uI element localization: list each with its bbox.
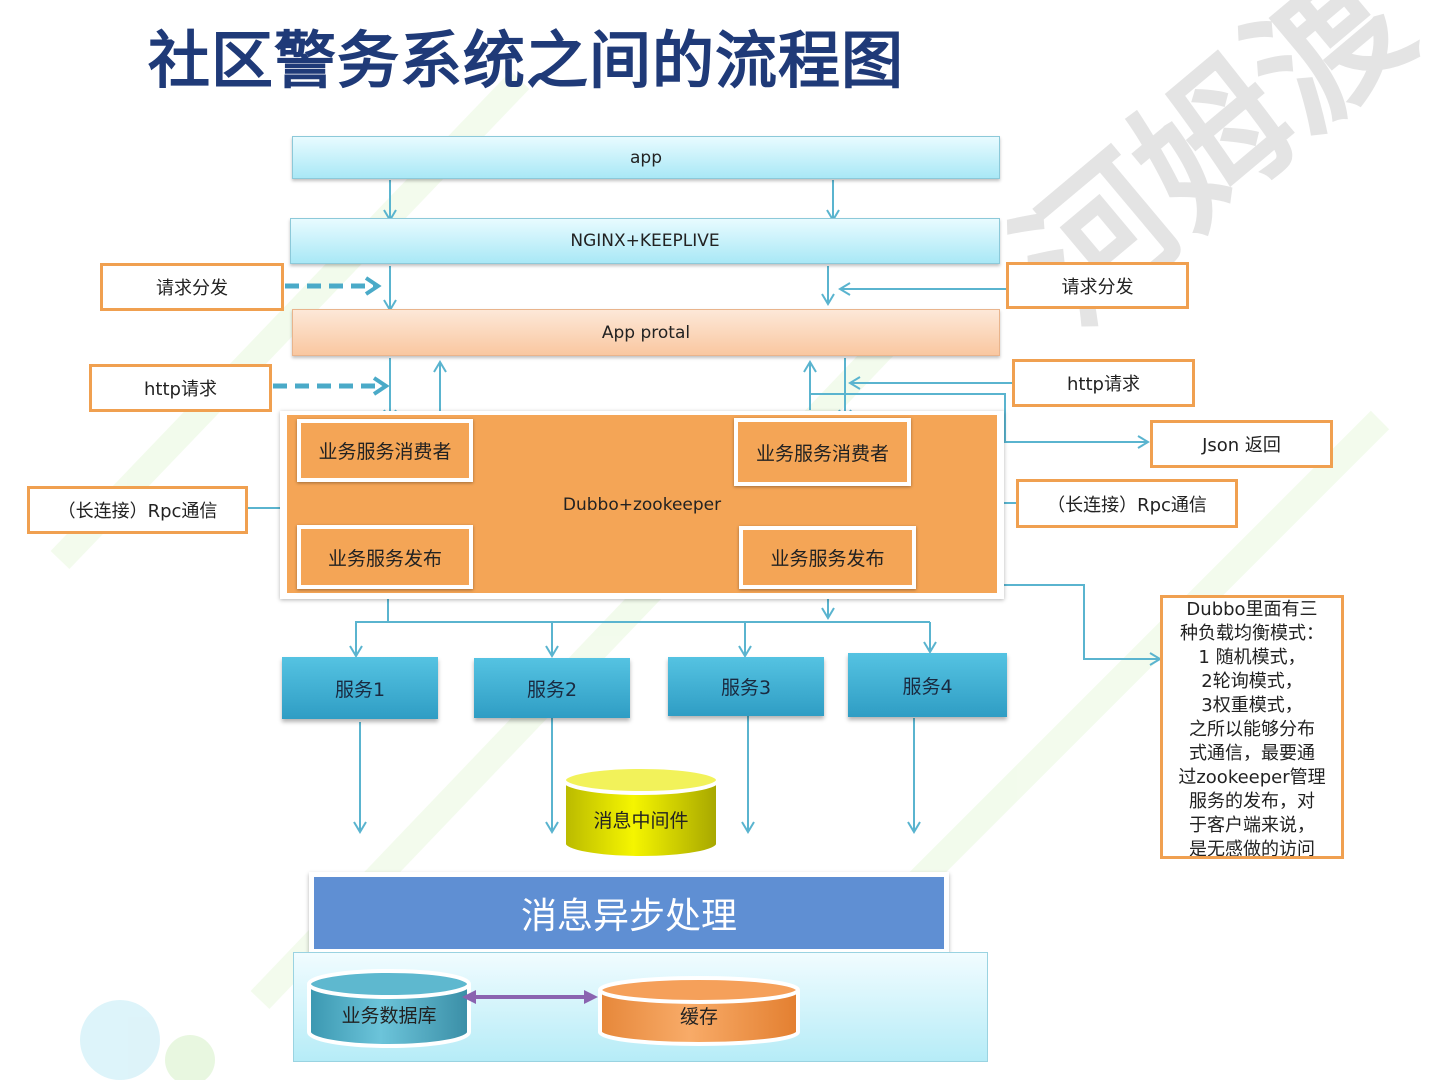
watermark-logo-icon — [80, 1000, 160, 1080]
database-cylinder — [307, 969, 471, 1048]
dubbo-label: Dubbo+zookeeper — [562, 495, 722, 515]
label-rpc-right-text: （长连接）Rpc通信 — [1047, 494, 1207, 516]
nginx-layer-label: NGINX+KEEPLIVE — [570, 231, 720, 251]
consumer-box-left-label: 业务服务消费者 — [318, 441, 452, 463]
note-line: 式通信，最要通 — [1189, 743, 1315, 764]
label-rpc-left: （长连接）Rpc通信 — [27, 486, 248, 534]
note-line: 种负载均衡模式： — [1180, 623, 1324, 644]
label-dispatch-left-text: 请求分发 — [156, 278, 228, 299]
service-label-1: 服务1 — [334, 678, 386, 701]
note-line: 服务的发布，对 — [1189, 791, 1315, 812]
cache-label: 缓存 — [679, 1005, 718, 1028]
load-balance-note: Dubbo里面有三 种负载均衡模式： 1 随机模式， 2轮询模式， 3权重模式，… — [1160, 595, 1344, 859]
app-layer-label: app — [630, 147, 662, 168]
db-cache-bidirectional-arrow — [462, 990, 598, 1004]
consumer-box-right-label: 业务服务消费者 — [755, 442, 889, 465]
label-dispatch-right: 请求分发 — [1006, 262, 1189, 309]
portal-layer: App protal — [292, 309, 1000, 356]
portal-layer-label: App protal — [601, 322, 691, 343]
publish-box-right: 业务服务发布 — [739, 526, 916, 589]
note-line: 2轮询模式， — [1201, 671, 1303, 692]
async-processing-banner: 消息异步处理 — [309, 872, 949, 954]
service-box-1: 服务1 — [282, 657, 438, 719]
note-line: 于客户端来说， — [1189, 815, 1315, 836]
database-label: 业务数据库 — [341, 1004, 437, 1027]
publish-box-left-label: 业务服务发布 — [327, 547, 442, 570]
cache-cylinder — [598, 976, 800, 1046]
label-http-left: http请求 — [89, 364, 272, 412]
label-dispatch-right-text: 请求分发 — [1061, 276, 1134, 298]
service-label-4: 服务4 — [902, 675, 953, 698]
publish-box-left: 业务服务发布 — [297, 525, 473, 589]
service-box-2: 服务2 — [474, 658, 630, 718]
nginx-layer: NGINX+KEEPLIVE — [290, 218, 1000, 264]
arrow-dubbo-note — [1004, 584, 1162, 666]
label-rpc-right: （长连接）Rpc通信 — [1016, 479, 1238, 528]
service-label-3: 服务3 — [720, 677, 772, 699]
label-http-right: http请求 — [1012, 359, 1195, 407]
service-box-3: 服务3 — [668, 657, 824, 716]
note-line: 是无感做的访问 — [1189, 839, 1315, 859]
publish-box-right-label: 业务服务发布 — [770, 548, 885, 570]
consumer-box-right: 业务服务消费者 — [734, 418, 911, 486]
consumer-box-left: 业务服务消费者 — [297, 419, 473, 482]
async-processing-label: 消息异步处理 — [520, 896, 737, 937]
app-layer: app — [292, 136, 1000, 179]
label-http-right-text: http请求 — [1067, 374, 1140, 395]
label-http-left-text: http请求 — [144, 379, 217, 400]
service-label-2: 服务2 — [526, 678, 578, 701]
label-dispatch-left: 请求分发 — [100, 263, 284, 311]
watermark-logo-dot — [165, 1035, 215, 1080]
label-json-return: Json 返回 — [1150, 420, 1333, 468]
message-middleware-cylinder — [562, 765, 720, 860]
service-box-4: 服务4 — [848, 653, 1007, 717]
note-line: 3权重模式， — [1201, 695, 1303, 716]
message-middleware-label: 消息中间件 — [593, 809, 689, 832]
page-title: 社区警务系统之间的流程图 — [148, 24, 905, 97]
note-line: 1 随机模式， — [1198, 647, 1306, 668]
note-line: 之所以能够分布 — [1189, 719, 1315, 740]
arrow-json-return — [810, 393, 1150, 449]
note-line: Dubbo里面有三 — [1186, 599, 1318, 620]
note-line: 过zookeeper管理 — [1178, 767, 1326, 788]
label-json-return-text: Json 返回 — [1202, 435, 1281, 456]
label-rpc-left-text: （长连接）Rpc通信 — [57, 501, 218, 522]
